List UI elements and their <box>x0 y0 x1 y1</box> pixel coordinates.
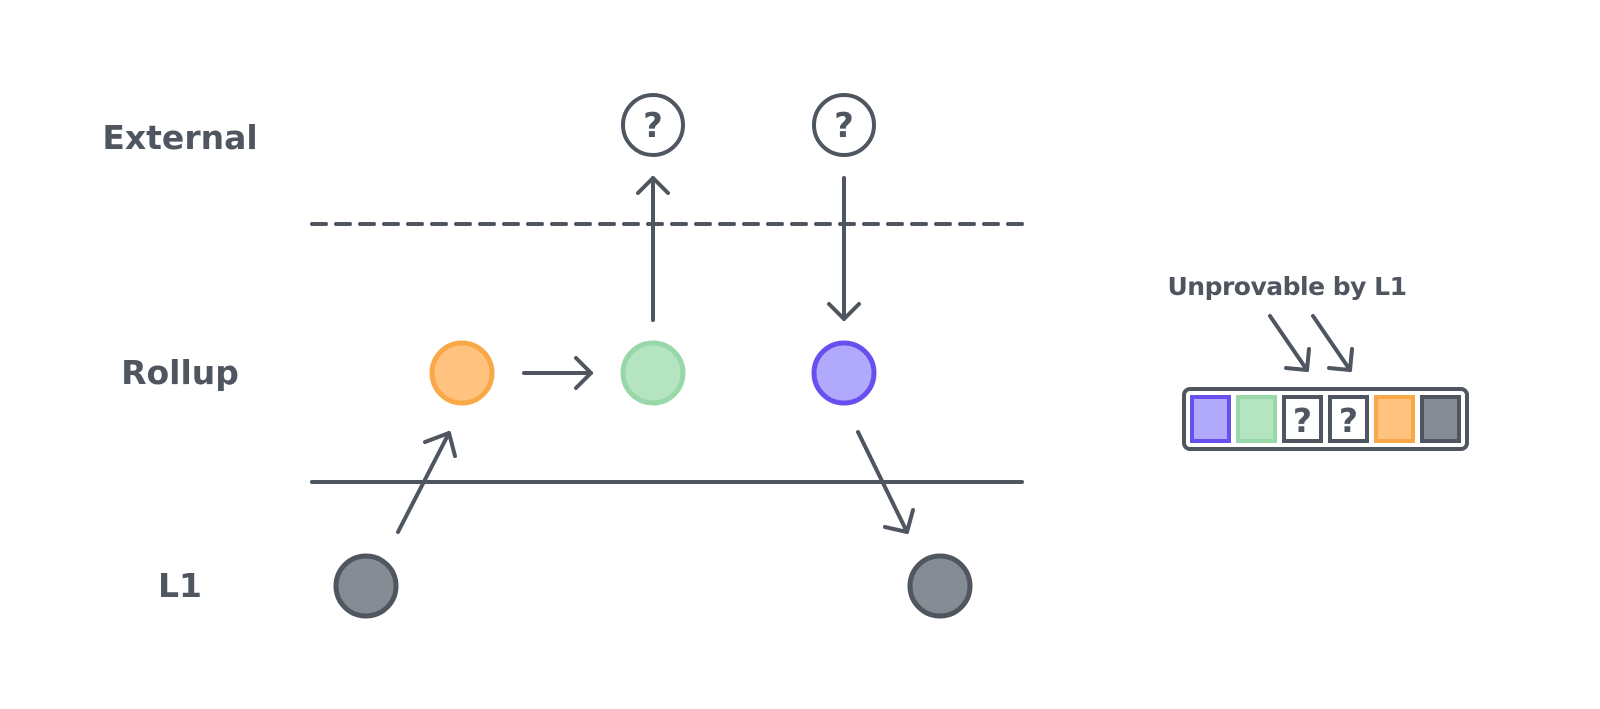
question-mark-icon: ? <box>1339 401 1358 440</box>
unprovable-annotation: Unprovable by L1 <box>1167 272 1406 301</box>
annotation-arrow-2 <box>1311 314 1354 372</box>
question-mark-icon: ? <box>834 106 854 146</box>
external-unknown-node-2: ? <box>812 93 876 157</box>
l1-node-right <box>907 553 973 619</box>
arrow-orange-to-green <box>522 356 593 390</box>
sequence-bar: ? ? <box>1182 387 1469 451</box>
arrow-l1-to-rollup <box>396 431 457 534</box>
external-unknown-node-1: ? <box>621 93 685 157</box>
sequence-block-unknown: ? <box>1282 395 1323 443</box>
sequence-block-unknown: ? <box>1328 395 1369 443</box>
sequence-block-gray <box>1420 395 1461 443</box>
layer-label-rollup: Rollup <box>121 353 239 392</box>
arrow-external-to-purple <box>827 176 861 321</box>
arrow-rollup-to-l1 <box>856 430 915 534</box>
question-mark-icon: ? <box>643 106 663 146</box>
rollup-node-orange <box>429 340 495 406</box>
layer-label-l1: L1 <box>158 566 202 605</box>
arrow-green-to-external <box>636 176 670 322</box>
question-mark-icon: ? <box>1293 401 1312 440</box>
rollup-node-purple <box>811 340 877 406</box>
rollup-node-green <box>620 340 686 406</box>
layer-label-external: External <box>102 118 257 157</box>
sequence-block-green <box>1236 395 1277 443</box>
l1-node-left <box>333 553 399 619</box>
sequence-block-orange <box>1374 395 1415 443</box>
sequence-block-purple <box>1190 395 1231 443</box>
annotation-arrow-1 <box>1268 314 1311 372</box>
